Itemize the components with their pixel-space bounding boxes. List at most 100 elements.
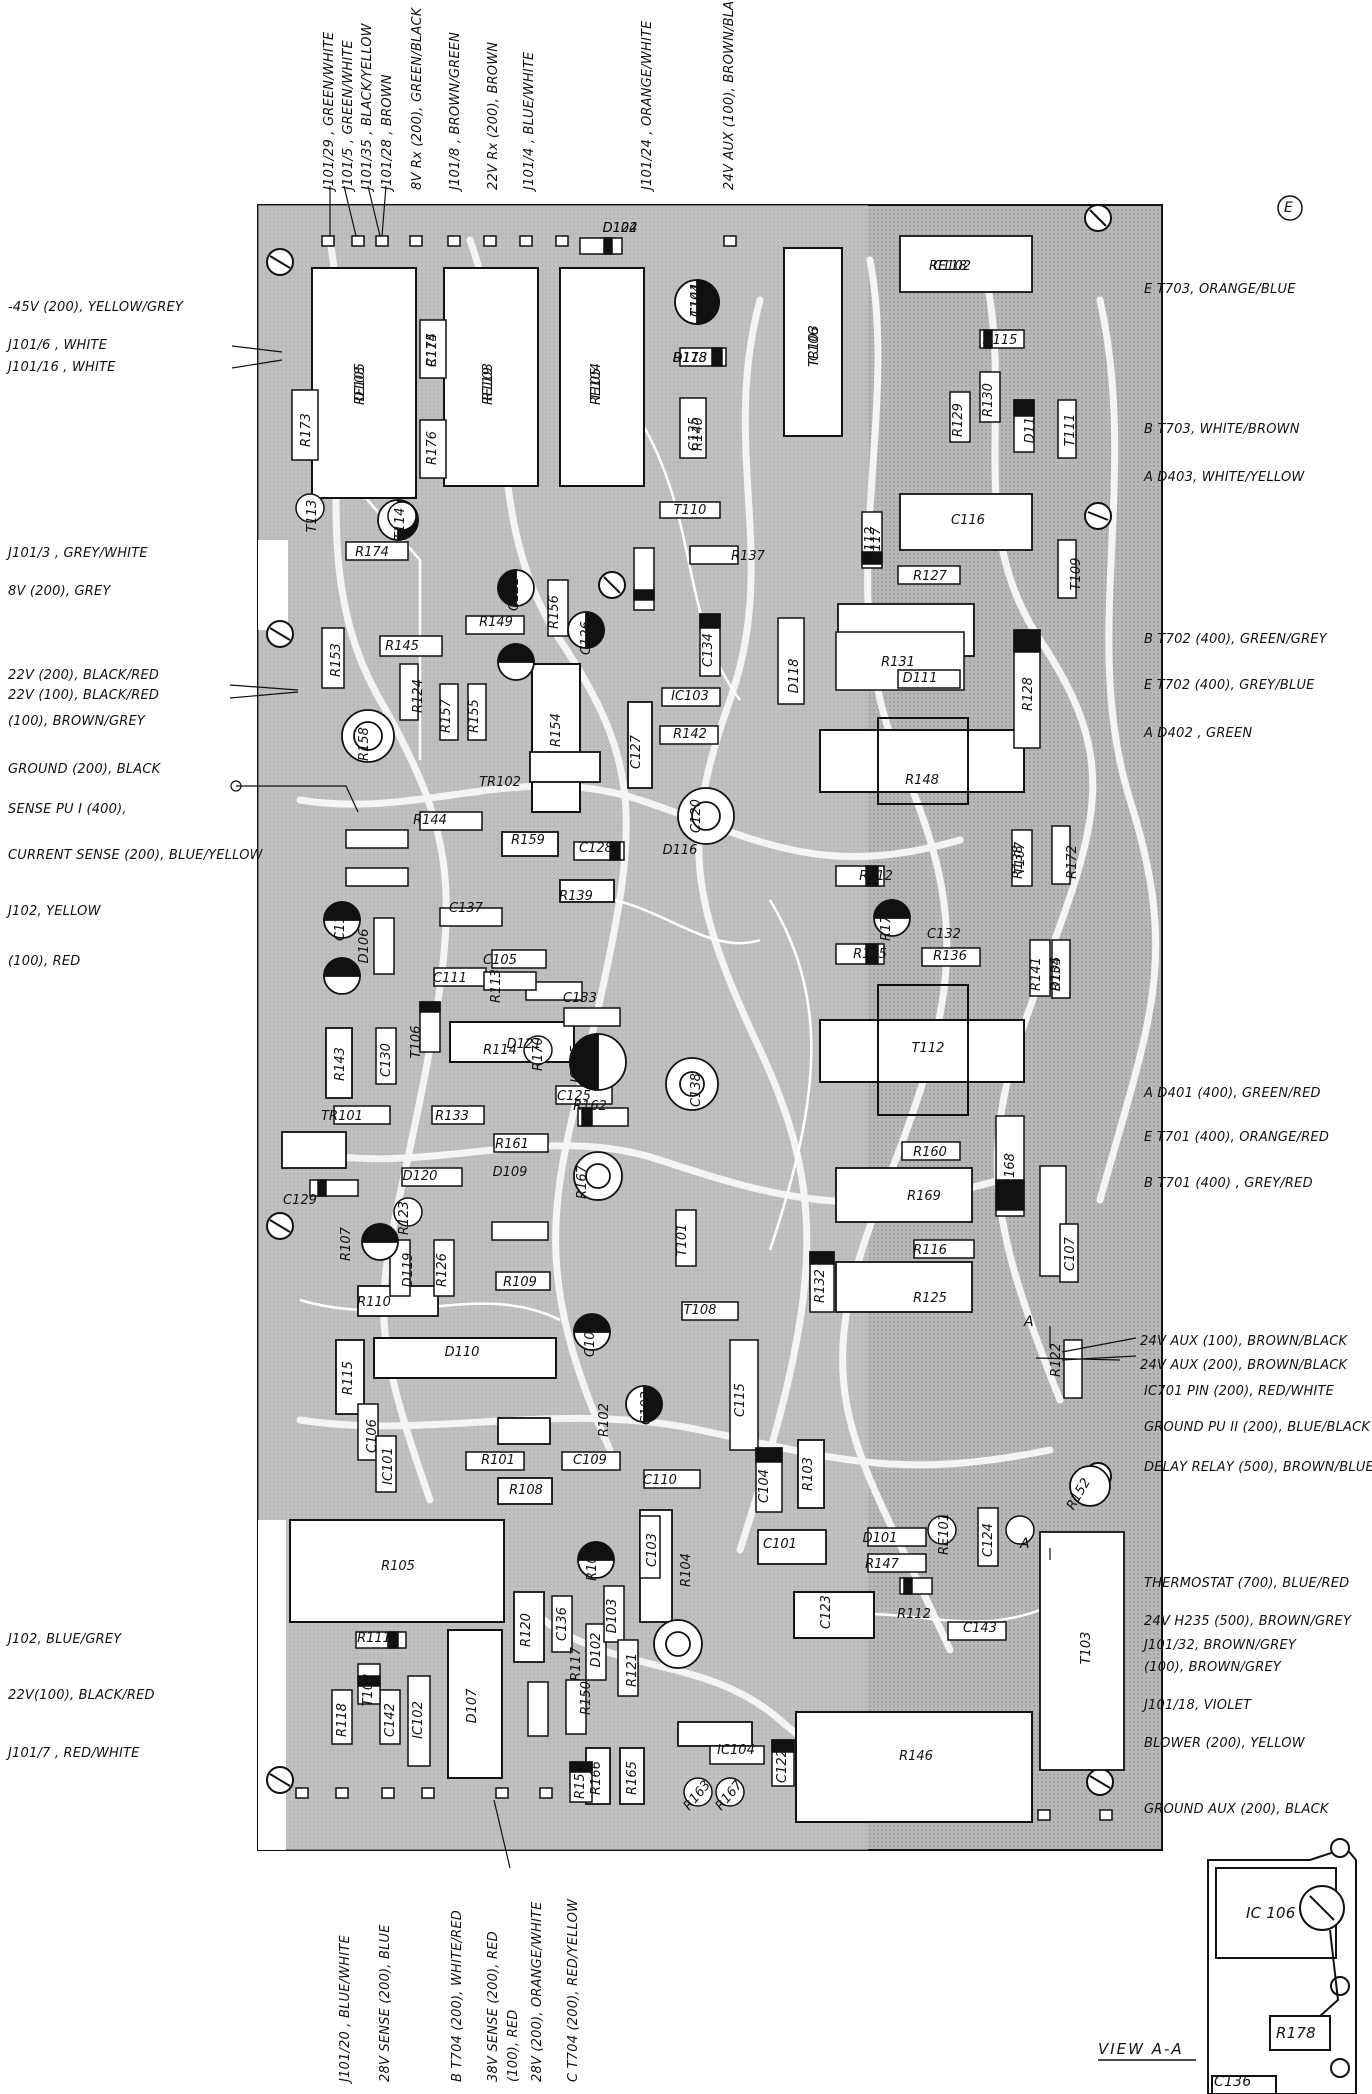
left-label-j101-6: J101/6 , WHITE <box>8 338 108 353</box>
component-label-r125: R125 <box>913 1291 947 1306</box>
component-label-c104: C104 <box>757 1469 772 1503</box>
relays <box>289 267 1033 1823</box>
component-label-tr102: TR102 <box>479 775 521 790</box>
top-label-j101-4: J101/4 , BLUE/WHITE <box>522 51 537 190</box>
left-label-j101-7: J101/7 , RED/WHITE <box>8 1746 140 1761</box>
component-label-c114: C114 <box>425 333 440 367</box>
component-label-c142: C142 <box>383 1703 398 1737</box>
right-label-100-brown-grey: (100), BROWN/GREY <box>1144 1660 1282 1675</box>
component-label-c106: C106 <box>365 1419 380 1453</box>
component-label-t114: T114 <box>393 508 408 541</box>
component-label-r146: R146 <box>899 1749 933 1764</box>
component-label-re105: RE105 <box>353 363 368 405</box>
component-label-r119: R119 <box>481 367 496 401</box>
component-label-t103: T103 <box>1079 1632 1094 1665</box>
component-label-d109: D109 <box>493 1165 528 1180</box>
component-label-c128: C128 <box>579 841 613 856</box>
component-label-t105: T105 <box>589 368 604 401</box>
component-label-r160: R160 <box>913 1145 947 1160</box>
diodes <box>309 237 1041 1803</box>
component-label-d114: D114 <box>1023 409 1038 444</box>
component-label-r135: R135 <box>853 947 887 962</box>
component-label-r140: R140 <box>691 417 706 451</box>
component-label-c124: C124 <box>981 1523 996 1557</box>
component-label-c132: C132 <box>927 927 961 942</box>
component-label-re102: RE102 <box>929 259 971 274</box>
component-label-r108: R108 <box>509 1483 543 1498</box>
leader-lines <box>229 185 1137 1869</box>
component-label-r130: R130 <box>981 383 996 417</box>
component-label-r138: R138 <box>1011 845 1026 879</box>
left-label-8v: 8V (200), GREY <box>8 584 111 599</box>
component-label-d121: D121 <box>507 1037 542 1052</box>
bottom-label-100-red: (100), RED <box>506 2009 521 2082</box>
component-label-r112: R112 <box>859 869 893 884</box>
component-label-r166: R166 <box>589 1761 604 1795</box>
component-label-c119: C119 <box>333 907 348 941</box>
corner-mark-circle <box>1277 195 1303 221</box>
component-label-c143: C143 <box>963 1621 997 1636</box>
component-label-ic101: IC101 <box>381 1447 396 1485</box>
capacitor-boxes <box>281 235 1125 1805</box>
bottom-label-28v: 28V (200), ORANGE/WHITE <box>530 1901 545 2082</box>
view-title: VIEW A-A <box>1098 2040 1184 2058</box>
component-label-r137: R137 <box>731 549 766 564</box>
component-label-r165: R165 <box>625 1761 640 1795</box>
right-label-e-t703: E T703, ORANGE/BLUE <box>1144 282 1296 297</box>
component-label-r143: R143 <box>333 1047 348 1081</box>
left-label-j101-16: J101/16 , WHITE <box>8 360 116 375</box>
component-label-r169: R169 <box>907 1189 941 1204</box>
integrated-circuits <box>373 663 875 1779</box>
power-transistors <box>783 247 1025 1116</box>
component-label-c108: C108 <box>583 1323 598 1357</box>
component-label-r162: R162 <box>573 1099 607 1114</box>
component-label-r151: R151 <box>573 1765 588 1799</box>
component-label-d107: D107 <box>465 1688 480 1724</box>
view-part-r178: R178 <box>1276 2024 1316 2042</box>
component-label-r116: R116 <box>913 1243 947 1258</box>
top-label-8v-rx: 8V Rx (200), GREEN/BLACK <box>410 7 425 190</box>
left-label-ground: GROUND (200), BLACK <box>8 762 161 777</box>
component-label-r102: R102 <box>597 1403 612 1437</box>
component-label-t109: T109 <box>1069 558 1084 591</box>
bottom-label-c-t704: C T704 (200), RED/YELLOW <box>566 1898 581 2082</box>
component-label-ic102: IC102 <box>411 1701 426 1739</box>
component-label-c107: C107 <box>1063 1236 1078 1271</box>
resistors <box>291 319 1067 1767</box>
left-label-current-sense: CURRENT SENSE (200), BLUE/YELLOW <box>8 848 263 863</box>
component-label-c121: C121 <box>507 577 522 611</box>
component-label-c122: C122 <box>775 1749 790 1783</box>
component-label-d119: D119 <box>401 1253 416 1288</box>
component-label-t112: T112 <box>912 1041 945 1056</box>
component-label-c126: C126 <box>579 621 594 655</box>
left-label-45v: -45V (200), YELLOW/GREY <box>8 300 184 315</box>
component-label-c102: C102 <box>639 1391 654 1425</box>
component-label-r126: R126 <box>435 1253 450 1287</box>
top-label-j101-8: J101/8 , BROWN/GREEN <box>448 31 463 190</box>
component-label-r175: R175 <box>425 333 440 367</box>
component-label-c125: C125 <box>557 1089 591 1104</box>
view-part-c136: C136 <box>1214 2074 1252 2090</box>
right-label-b-t702: B T702 (400), GREEN/GREY <box>1144 632 1327 647</box>
component-label-c135: C135 <box>687 417 702 451</box>
component-label-t108: T108 <box>684 1303 717 1318</box>
component-label-r139: R139 <box>559 889 593 904</box>
component-label-r103: R103 <box>801 1457 816 1491</box>
component-label-ic104: IC104 <box>717 1743 755 1758</box>
right-label-b-t701: B T701 (400) , GREY/RED <box>1144 1176 1313 1191</box>
left-label-j102-yellow: J102, YELLOW <box>8 904 101 919</box>
left-label-j101-3: J101/3 , GREY/WHITE <box>8 546 148 561</box>
component-label-re103: RE103 <box>481 363 496 405</box>
section-marker-a-bottom: A <box>1020 1536 1030 1552</box>
component-label-d115: D115 <box>983 333 1018 348</box>
component-label-r141: R141 <box>1029 957 1044 991</box>
component-label-c118: C118 <box>933 259 967 274</box>
right-label-e-t702: E T702 (400), GREY/BLUE <box>1144 678 1315 693</box>
left-label-22v-100-b: 22V(100), BLACK/RED <box>8 1688 155 1703</box>
component-label-r131: R131 <box>881 655 915 670</box>
component-label-c130: C130 <box>379 1043 394 1077</box>
component-label-r149: R149 <box>479 615 513 630</box>
left-label-sense-pu: SENSE PU I (400), <box>8 802 127 817</box>
component-label-r161: R161 <box>495 1137 529 1152</box>
